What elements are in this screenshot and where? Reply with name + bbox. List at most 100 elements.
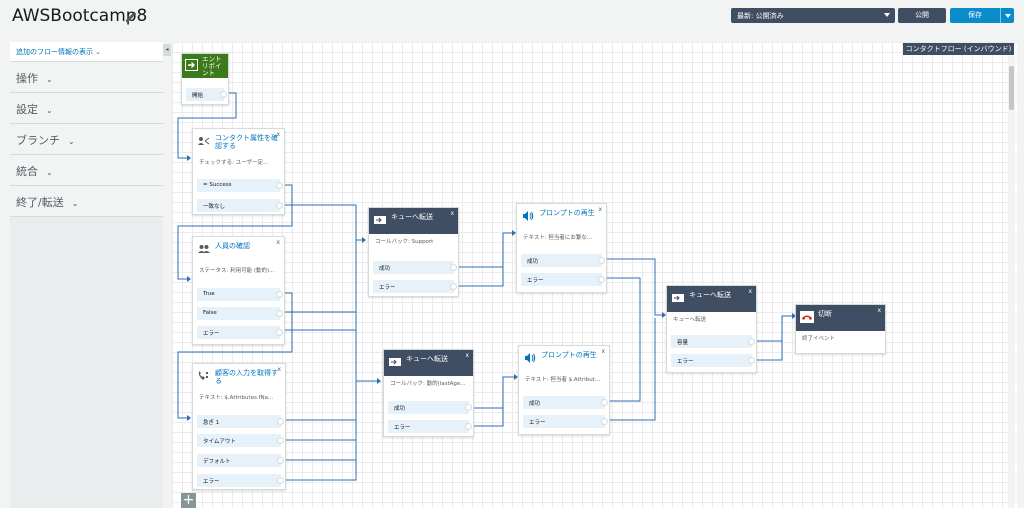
branch-port[interactable] <box>276 310 283 317</box>
close-icon[interactable]: x <box>877 307 881 314</box>
close-icon[interactable]: x <box>601 348 605 355</box>
branch-false[interactable]: False <box>197 307 283 320</box>
branch-label: エラー <box>394 425 411 431</box>
entry-point-block[interactable]: エントリポイント 開始 <box>181 53 229 105</box>
branch-port[interactable] <box>450 283 457 290</box>
block-description: 終了イベント <box>802 336 836 342</box>
sidebar-item-interact[interactable]: 操作⌄ <box>10 62 163 93</box>
close-icon[interactable]: x <box>465 352 469 359</box>
close-icon[interactable]: x <box>450 210 454 217</box>
save-options-button[interactable] <box>1000 8 1014 23</box>
block-header: キューへ転送 x <box>667 286 756 312</box>
close-icon[interactable]: x <box>277 366 281 373</box>
branch-error[interactable]: エラー <box>388 420 472 433</box>
branch-label: タイムアウト <box>203 439 236 445</box>
branch-default[interactable]: デフォルト <box>197 454 284 467</box>
branch-success[interactable]: 成功 <box>373 261 457 274</box>
version-select[interactable]: 最新: 公開済み <box>731 8 895 23</box>
transfer-to-queue-block[interactable]: キューへ転送 x キューへ転送 容量 エラー <box>666 285 757 373</box>
sidebar-item-branch[interactable]: ブランチ⌄ <box>10 124 163 155</box>
get-customer-input-block[interactable]: 顧客の入力を取得する x テキスト: $.Attributes.fNa... 急… <box>192 363 286 490</box>
branch-error[interactable]: エラー <box>671 354 755 367</box>
branch-port[interactable] <box>277 477 284 484</box>
block-title: プロンプトの再生 <box>541 351 597 359</box>
plus-icon[interactable]: + <box>181 492 196 508</box>
branch-error[interactable]: エラー <box>373 280 457 293</box>
branch-port[interactable] <box>277 418 284 425</box>
block-title: 切断 <box>818 310 832 318</box>
branch-port[interactable] <box>276 291 283 298</box>
sidebar-item-terminate[interactable]: 終了/転送⌄ <box>10 186 163 217</box>
transfer-to-queue-block[interactable]: キューへ転送 x コールバック: Support 成功 エラー <box>368 207 459 297</box>
branch-port[interactable] <box>601 418 608 425</box>
branch-port[interactable] <box>276 329 283 336</box>
close-icon[interactable]: x <box>598 206 602 213</box>
block-description: コールバック: Support <box>375 239 434 245</box>
branch-port[interactable] <box>598 257 605 264</box>
branch-port[interactable] <box>450 264 457 271</box>
branch-true[interactable]: True <box>197 288 283 301</box>
branch-success[interactable]: 成功 <box>523 396 608 409</box>
chevron-down-icon <box>884 13 890 17</box>
block-header: プロンプトの再生 x <box>517 204 606 230</box>
branch-error[interactable]: エラー <box>523 415 608 428</box>
branch-capacity[interactable]: 容量 <box>671 335 755 348</box>
play-prompt-block[interactable]: プロンプトの再生 x テキスト: 担当者 $.Attribut... 成功 エラ… <box>518 345 610 435</box>
phone-hangup-icon <box>800 311 814 323</box>
branch-port[interactable] <box>276 182 283 189</box>
branch-port[interactable] <box>276 202 283 209</box>
branch-port[interactable] <box>465 404 472 411</box>
branch-port[interactable] <box>598 276 605 283</box>
branch-port[interactable] <box>748 338 755 345</box>
branch-error[interactable]: エラー <box>197 474 284 487</box>
sidebar-item-set[interactable]: 設定⌄ <box>10 93 163 124</box>
chevron-down-icon <box>1005 14 1011 18</box>
chevron-down-icon: ⌄ <box>71 199 79 208</box>
branch-success[interactable]: = Success <box>197 179 283 192</box>
block-header: プロンプトの再生 x <box>519 346 609 372</box>
branch-error[interactable]: エラー <box>521 273 605 286</box>
version-select-label: 最新: 公開済み <box>737 12 784 20</box>
branch-no-match[interactable]: 一致なし <box>197 199 283 212</box>
branch-success[interactable]: 成功 <box>388 401 472 414</box>
branch-press-1[interactable]: 急ぎ 1 <box>197 415 284 428</box>
check-staffing-block[interactable]: 人員の確認 x ステータス: 利用可能 (動的)... True False エ… <box>192 236 285 345</box>
canvas-scrollbar[interactable] <box>1008 56 1015 508</box>
chevron-down-icon: ⌄ <box>95 48 101 56</box>
transfer-to-queue-block[interactable]: キューへ転送 x コールバック: 動的(lastAge... 成功 エラー <box>383 349 474 437</box>
canvas-scroll-thumb[interactable] <box>1009 66 1014 110</box>
pencil-icon[interactable] <box>124 10 138 24</box>
sidebar-item-integrate[interactable]: 統合⌄ <box>10 155 163 186</box>
branch-port[interactable] <box>277 437 284 444</box>
close-icon[interactable]: x <box>276 239 280 246</box>
publish-button[interactable]: 公開 <box>898 8 946 23</box>
close-icon[interactable]: x <box>276 131 280 138</box>
block-title: 顧客の入力を取得する <box>215 369 278 385</box>
sidebar-item-label: 設定 <box>16 103 38 116</box>
block-title: 人員の確認 <box>215 242 250 250</box>
check-attributes-block[interactable]: コンタクト属性を確認する x チェックする: ユーザー定... = Succes… <box>192 128 285 215</box>
disconnect-block[interactable]: 切断 x 終了イベント <box>795 304 886 354</box>
branch-start[interactable]: 開始 <box>186 88 227 101</box>
arrow-right-box-icon <box>185 59 198 71</box>
play-prompt-block[interactable]: プロンプトの再生 x テキスト: 担当者にお繋な... 成功 エラー <box>516 203 607 293</box>
branch-timeout[interactable]: タイムアウト <box>197 434 284 447</box>
show-flow-info-link[interactable]: 追加のフロー情報の表示⌄ <box>10 42 163 62</box>
collapse-sidebar-button[interactable]: ◂ <box>163 44 171 56</box>
save-button[interactable]: 保存 <box>950 8 1000 23</box>
branch-label: 成功 <box>394 406 406 412</box>
branch-port[interactable] <box>220 91 227 98</box>
close-icon[interactable]: x <box>748 288 752 295</box>
branch-success[interactable]: 成功 <box>521 254 605 267</box>
block-header: 切断 x <box>796 305 885 331</box>
branch-label: 容量 <box>677 340 689 346</box>
entry-point-header: エントリポイント <box>182 54 228 78</box>
phone-input-icon <box>198 371 208 380</box>
branch-port[interactable] <box>465 423 472 430</box>
branch-port[interactable] <box>277 457 284 464</box>
branch-error[interactable]: エラー <box>197 326 283 339</box>
branch-port[interactable] <box>601 399 608 406</box>
show-flow-info-label: 追加のフロー情報の表示 <box>16 48 93 56</box>
branch-port[interactable] <box>748 357 755 364</box>
branch-label: デフォルト <box>203 459 231 465</box>
